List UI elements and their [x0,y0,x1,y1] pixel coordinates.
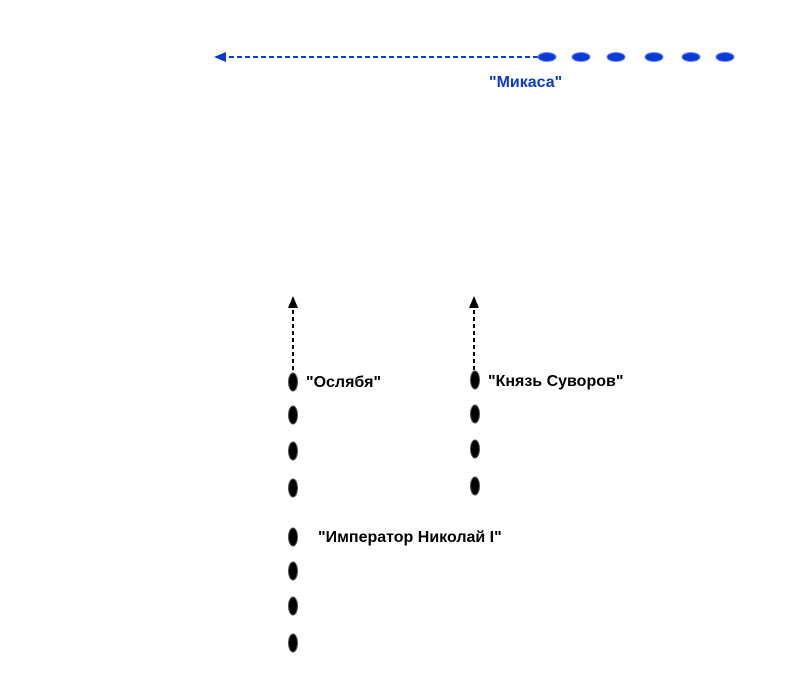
ship-japanese [681,52,701,62]
ship-russian [470,476,480,496]
ship-russian [470,404,480,424]
oslyabya-label: "Ослябя" [306,374,381,391]
ship-knyaz-suvorov [470,370,480,390]
ship-japanese [715,52,735,62]
ship-russian [470,439,480,459]
ship-russian [288,441,298,461]
ship-imperator-nikolai [288,527,298,547]
ship-russian [288,596,298,616]
ship-japanese [606,52,626,62]
oslyabya-column [288,372,298,653]
ship-russian [288,633,298,653]
japanese-column [537,52,735,62]
suvorov-column [470,370,480,496]
ship-japanese [644,52,664,62]
ship-russian [288,478,298,498]
ship-japanese [571,52,591,62]
ship-mikasa [537,52,557,62]
ship-russian [288,561,298,581]
ship-russian [288,405,298,425]
knyaz-suvorov-label: "Князь Суворов" [488,373,623,390]
imperator-nikolai-label: "Император Николай I" [318,529,502,546]
ship-oslyabya [288,372,298,392]
mikasa-label: "Микаса" [489,74,562,91]
